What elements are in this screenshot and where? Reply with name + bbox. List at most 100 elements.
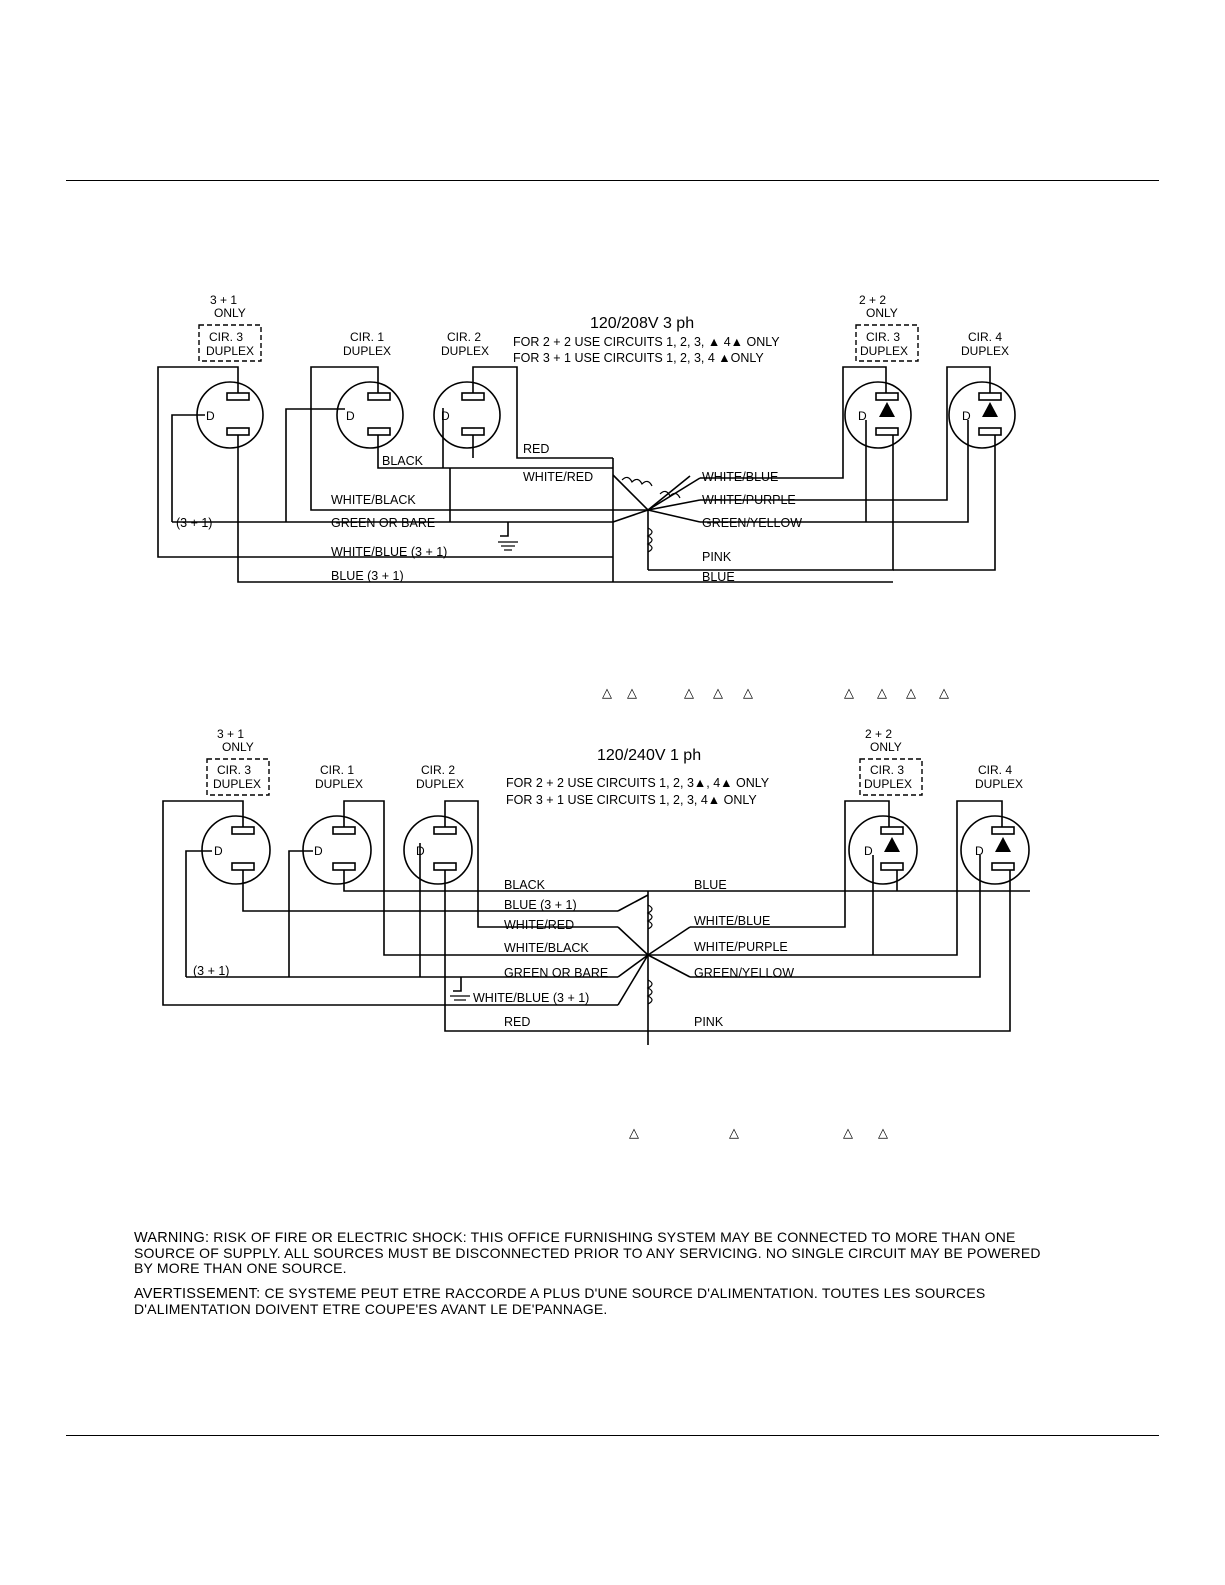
svg-text:CIR. 4: CIR. 4 <box>968 330 1002 344</box>
svg-text:DUPLEX: DUPLEX <box>975 777 1023 791</box>
receptacle-cir3-2plus2: 2 + 2 ONLY CIR. 3 DUPLEX D <box>844 293 919 449</box>
wiring-left <box>162 800 648 1032</box>
avertissement-text: CE SYSTEME PEUT ETRE RACCORDE A PLUS D'U… <box>134 1285 986 1317</box>
svg-text:CIR. 1: CIR. 1 <box>320 763 354 777</box>
svg-text:D: D <box>314 844 323 858</box>
svg-text:ONLY: ONLY <box>870 740 902 754</box>
svg-text:△: △ <box>906 685 916 700</box>
triangle-marks-row-2: △ △ △ △ <box>629 1125 888 1140</box>
svg-text:BLUE: BLUE <box>702 570 735 584</box>
svg-text:D: D <box>962 409 971 423</box>
svg-text:D: D <box>441 409 450 423</box>
svg-text:ONLY: ONLY <box>214 306 246 320</box>
triangle-marks-row-1: △ △ △ △ △ △ △ △ △ <box>602 685 949 700</box>
receptacle-cir2: CIR. 2 DUPLEX D <box>403 763 473 885</box>
svg-text:DUPLEX: DUPLEX <box>860 344 908 358</box>
svg-text:WHITE/BLUE: WHITE/BLUE <box>694 914 770 928</box>
svg-text:CIR. 3: CIR. 3 <box>217 763 251 777</box>
svg-text:CIR. 2: CIR. 2 <box>421 763 455 777</box>
svg-text:GREEN OR BARE: GREEN OR BARE <box>504 966 608 980</box>
warning-text: RISK OF FIRE OR ELECTRIC SHOCK: THIS OFF… <box>134 1229 1041 1276</box>
receptacle-cir1: CIR. 1 DUPLEX D <box>336 330 404 449</box>
warning-paragraph: WARNING: RISK OF FIRE OR ELECTRIC SHOCK:… <box>134 1230 1054 1276</box>
svg-text:D: D <box>206 409 215 423</box>
svg-text:CIR. 1: CIR. 1 <box>350 330 384 344</box>
svg-text:BLUE (3 + 1): BLUE (3 + 1) <box>331 569 404 583</box>
svg-text:3 + 1: 3 + 1 <box>217 727 244 741</box>
svg-text:△: △ <box>743 685 753 700</box>
svg-text:△: △ <box>602 685 612 700</box>
svg-text:△: △ <box>684 685 694 700</box>
receptacle-cir4: CIR. 4 DUPLEX D <box>960 763 1030 885</box>
wiring-diagram-240v-1ph: 120/240V 1 ph FOR 2 + 2 USE CIRCUITS 1, … <box>162 727 1030 1045</box>
svg-text:RED: RED <box>504 1015 530 1029</box>
transformer-single-phase <box>617 890 1030 1045</box>
svg-text:GREEN/YELLOW: GREEN/YELLOW <box>694 966 794 980</box>
svg-text:△: △ <box>939 685 949 700</box>
usage-note-2plus2: FOR 2 + 2 USE CIRCUITS 1, 2, 3, ▲ 4▲ ONL… <box>513 335 780 349</box>
wiring-right <box>648 800 1011 1032</box>
wiring-diagram-208v-3ph: 120/208V 3 ph FOR 2 + 2 USE CIRCUITS 1, … <box>157 293 1016 584</box>
svg-text:(3 + 1): (3 + 1) <box>176 516 212 530</box>
receptacle-cir3-3plus1: 3 + 1 ONLY CIR. 3 DUPLEX D <box>196 293 264 449</box>
svg-text:CIR. 3: CIR. 3 <box>866 330 900 344</box>
svg-text:RED: RED <box>523 442 549 456</box>
svg-text:WHITE/PURPLE: WHITE/PURPLE <box>702 493 796 507</box>
svg-text:ONLY: ONLY <box>222 740 254 754</box>
svg-text:WHITE/BLACK: WHITE/BLACK <box>504 941 589 955</box>
svg-text:ONLY: ONLY <box>866 306 898 320</box>
usage-note-2plus2: FOR 2 + 2 USE CIRCUITS 1, 2, 3▲, 4▲ ONLY <box>506 776 770 790</box>
wiring-right <box>648 366 996 571</box>
svg-text:BLUE (3 + 1): BLUE (3 + 1) <box>504 898 577 912</box>
svg-text:PINK: PINK <box>694 1015 724 1029</box>
wire-labels-208v: RED BLACK WHITE/RED WHITE/BLACK (3 + 1) … <box>176 442 802 584</box>
svg-text:△: △ <box>843 1125 853 1140</box>
avertissement-paragraph: AVERTISSEMENT: CE SYSTEME PEUT ETRE RACC… <box>134 1286 1054 1317</box>
svg-text:△: △ <box>878 1125 888 1140</box>
svg-text:D: D <box>858 409 867 423</box>
svg-text:GREEN OR BARE: GREEN OR BARE <box>331 516 435 530</box>
svg-text:DUPLEX: DUPLEX <box>416 777 464 791</box>
svg-text:WHITE/BLUE: WHITE/BLUE <box>702 470 778 484</box>
svg-text:DUPLEX: DUPLEX <box>213 777 261 791</box>
svg-text:DUPLEX: DUPLEX <box>961 344 1009 358</box>
svg-text:2 + 2: 2 + 2 <box>859 293 886 307</box>
receptacle-cir3-2plus2: 2 + 2 ONLY CIR. 3 DUPLEX D <box>848 727 923 885</box>
receptacle-cir1: CIR. 1 DUPLEX D <box>302 763 372 885</box>
receptacle-cir3-3plus1: 3 + 1 ONLY CIR. 3 DUPLEX D <box>201 727 271 885</box>
top-rule <box>66 180 1159 181</box>
svg-text:DUPLEX: DUPLEX <box>441 344 489 358</box>
safety-notes: WARNING: RISK OF FIRE OR ELECTRIC SHOCK:… <box>134 1230 1054 1327</box>
svg-text:DUPLEX: DUPLEX <box>315 777 363 791</box>
svg-text:WHITE/BLACK: WHITE/BLACK <box>331 493 416 507</box>
svg-text:DUPLEX: DUPLEX <box>864 777 912 791</box>
svg-text:BLACK: BLACK <box>504 878 546 892</box>
svg-text:DUPLEX: DUPLEX <box>343 344 391 358</box>
svg-text:D: D <box>864 844 873 858</box>
svg-text:WHITE/BLUE (3 + 1): WHITE/BLUE (3 + 1) <box>473 991 589 1005</box>
usage-note-3plus1: FOR 3 + 1 USE CIRCUITS 1, 2, 3, 4 ▲ONLY <box>513 351 764 365</box>
transformer-wye <box>612 474 701 570</box>
svg-text:GREEN/YELLOW: GREEN/YELLOW <box>702 516 802 530</box>
svg-text:△: △ <box>729 1125 739 1140</box>
svg-text:DUPLEX: DUPLEX <box>206 344 254 358</box>
svg-text:BLUE: BLUE <box>694 878 727 892</box>
svg-text:2 + 2: 2 + 2 <box>865 727 892 741</box>
receptacle-cir2: CIR. 2 DUPLEX D <box>433 330 501 449</box>
svg-text:WHITE/BLUE (3 + 1): WHITE/BLUE (3 + 1) <box>331 545 447 559</box>
svg-text:3 + 1: 3 + 1 <box>210 293 237 307</box>
svg-text:△: △ <box>629 1125 639 1140</box>
avertissement-heading: AVERTISSEMENT: <box>134 1286 261 1302</box>
svg-text:D: D <box>975 844 984 858</box>
svg-text:△: △ <box>713 685 723 700</box>
svg-text:CIR. 3: CIR. 3 <box>209 330 243 344</box>
svg-text:PINK: PINK <box>702 550 732 564</box>
svg-text:WHITE/RED: WHITE/RED <box>504 918 574 932</box>
svg-text:D: D <box>346 409 355 423</box>
svg-text:△: △ <box>844 685 854 700</box>
svg-text:CIR. 4: CIR. 4 <box>978 763 1012 777</box>
diagram-title: 120/240V 1 ph <box>597 747 701 764</box>
wiring-left <box>157 366 893 583</box>
diagram-title: 120/208V 3 ph <box>590 315 694 332</box>
svg-text:BLACK: BLACK <box>382 454 424 468</box>
